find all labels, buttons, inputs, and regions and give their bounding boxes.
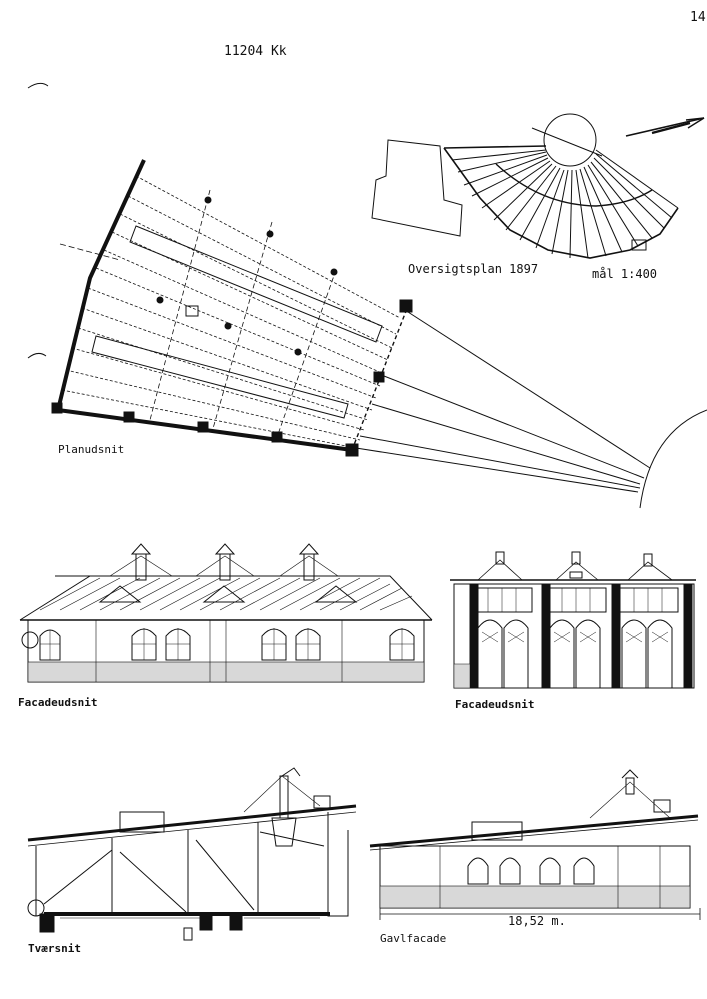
gable-dimension-label: 18,52 m. [508, 914, 566, 928]
overview-plan-title: Oversigtsplan 1897 [408, 262, 539, 276]
plan-section-drawing [51, 159, 707, 509]
facade-left-title: Facadeudsnit [18, 696, 98, 709]
catalog-number: 11204 Kk [224, 44, 287, 59]
gable-facade-title: Gavlfacade [380, 932, 447, 945]
facade-right-drawing [450, 551, 696, 689]
overview-plan-drawing [371, 113, 705, 259]
cross-section-title: Tværsnit [28, 942, 81, 955]
page-number: 14 [690, 10, 706, 25]
plan-section-title: Planudsnit [58, 443, 125, 456]
margin-mark-top [27, 82, 49, 89]
cross-section-drawing [27, 767, 357, 941]
overview-plan-scale: mål 1:400 [592, 267, 658, 281]
gable-facade-drawing [369, 769, 701, 920]
facade-left-drawing [19, 543, 433, 683]
margin-mark-bottom [27, 352, 47, 359]
facade-right-title: Facadeudsnit [455, 698, 535, 711]
